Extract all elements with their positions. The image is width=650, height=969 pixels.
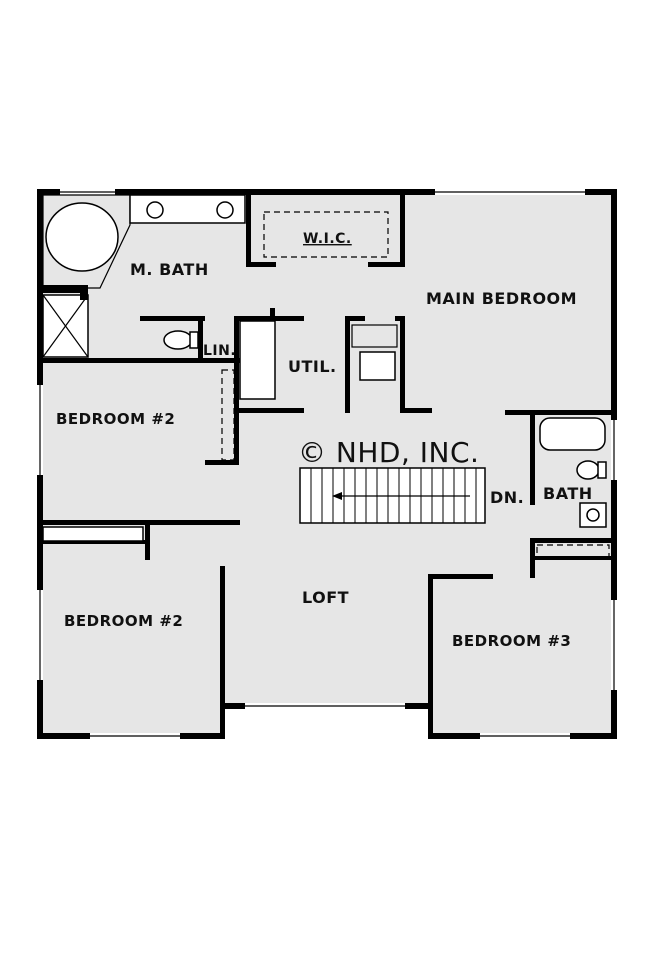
label-m-bath: M. BATH bbox=[130, 260, 209, 279]
watermark: © NHD, INC. bbox=[298, 436, 479, 469]
label-main-bedroom: MAIN BEDROOM bbox=[426, 289, 577, 308]
label-stair-down: DN. bbox=[490, 488, 524, 507]
fixtures bbox=[42, 194, 610, 558]
label-lin: LIN. bbox=[203, 343, 236, 359]
staircase bbox=[299, 467, 486, 524]
label-bath: BATH bbox=[543, 484, 593, 503]
label-bedroom-3: BEDROOM #3 bbox=[452, 632, 571, 650]
label-bedroom-2-lower: BEDROOM #2 bbox=[64, 612, 183, 630]
interior-walls bbox=[40, 192, 614, 579]
label-wic: W.I.C. bbox=[303, 231, 352, 247]
label-util: UTIL. bbox=[288, 357, 337, 376]
floor-area bbox=[40, 192, 614, 738]
label-bedroom-2-upper: BEDROOM #2 bbox=[56, 410, 175, 428]
label-loft: LOFT bbox=[302, 588, 349, 607]
windows bbox=[37, 189, 617, 739]
stair-arrow-icon bbox=[332, 492, 342, 500]
